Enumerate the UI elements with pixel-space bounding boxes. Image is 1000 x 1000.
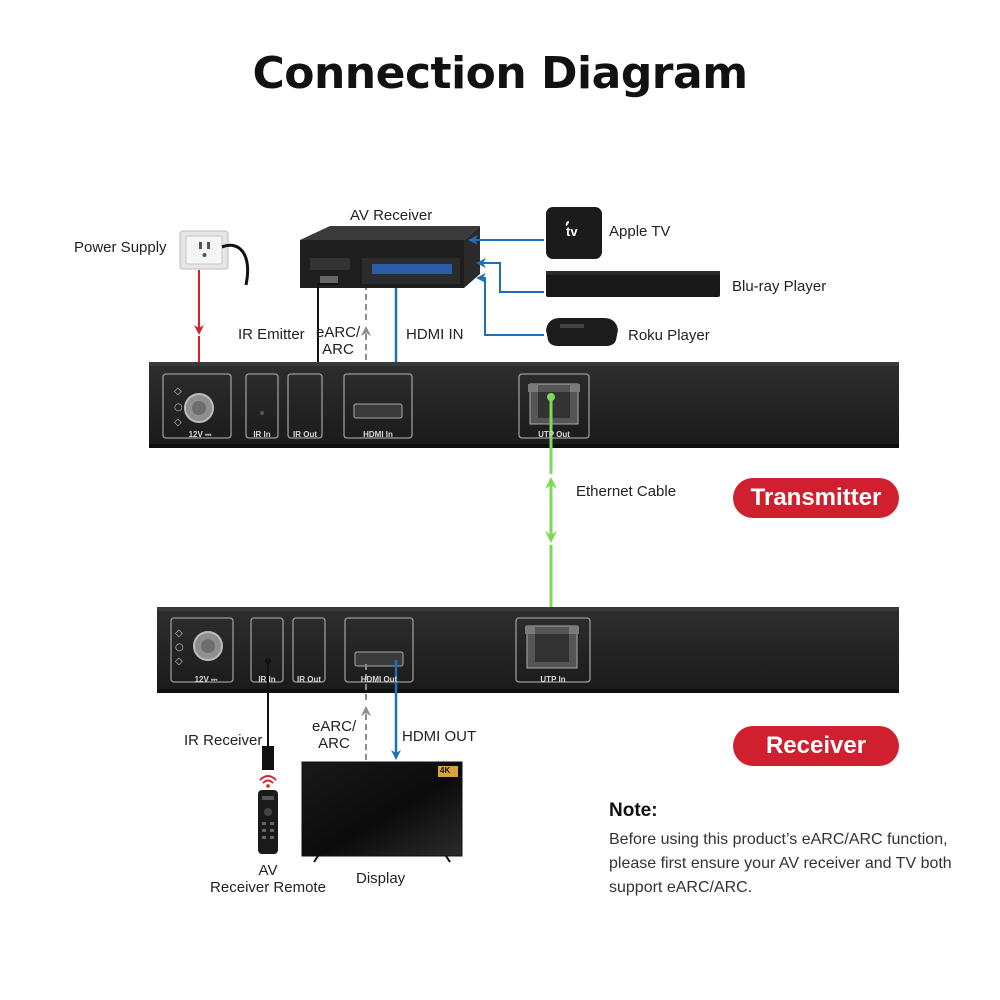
transmitter-chassis: ◇ ○ ◇	[149, 362, 899, 448]
roku-line	[476, 273, 544, 336]
av-receiver-device	[300, 226, 480, 288]
page-title: Connection Diagram	[252, 48, 748, 99]
svg-text:○: ○	[174, 402, 183, 413]
svg-text:◇: ◇	[174, 417, 182, 428]
hdmi-out-label: HDMI OUT	[402, 728, 477, 745]
ethernet-label: Ethernet Cable	[576, 483, 677, 500]
remote-icon	[258, 790, 278, 854]
transmitter-badge: Transmitter	[733, 478, 899, 518]
tx-port-hdmi-in: HDMI In	[363, 430, 393, 439]
wall-outlet	[179, 230, 229, 270]
rx-port-utp-in: UTP In	[540, 675, 566, 684]
remote-label: AV Receiver Remote	[210, 862, 326, 896]
av-receiver-label: AV Receiver	[350, 207, 433, 224]
bluray-line	[476, 258, 544, 293]
earc-bottom-label: eARC/ ARC	[312, 718, 357, 752]
apple-tv-badge: tv	[566, 224, 578, 239]
svg-text:◇: ◇	[175, 656, 183, 667]
hdmi-in-label: HDMI IN	[406, 326, 464, 343]
note-body: Before using this product’s eARC/ARC fun…	[609, 831, 952, 896]
ethernet-dot-top	[547, 393, 555, 401]
tx-port-ir-out: IR Out	[293, 430, 317, 439]
display-tv	[301, 761, 463, 863]
rx-port-ir-out: IR Out	[297, 675, 321, 684]
svg-text:◇: ◇	[174, 386, 182, 397]
svg-text:◇: ◇	[175, 628, 183, 639]
ir-receiver-label: IR Receiver	[184, 732, 263, 749]
ir-receiver-dot	[265, 658, 271, 664]
ir-emitter-cable	[317, 283, 338, 360]
roku-device	[546, 318, 618, 346]
tx-port-ir-in: IR In	[253, 430, 271, 439]
bluray-device	[546, 271, 720, 297]
display-label: Display	[356, 870, 406, 887]
receiver-badge: Receiver	[733, 726, 899, 766]
receiver-chassis: ◇ ○ ◇	[157, 607, 899, 693]
rx-port-12v: 12V ⎓	[194, 675, 218, 684]
tx-port-12v: 12V ⎓	[188, 430, 212, 439]
rx-port-ir-in: IR In	[258, 675, 276, 684]
ir-receiver-head	[262, 746, 274, 770]
note-title: Note:	[609, 800, 658, 821]
bluray-label: Blu-ray Player	[732, 278, 827, 295]
roku-label: Roku Player	[628, 327, 710, 344]
tv-4k-badge: 4K	[440, 766, 451, 775]
ir-emitter-label: IR Emitter	[238, 326, 305, 343]
apple-tv-label: Apple TV	[609, 223, 671, 240]
rx-port-hdmi-out: HDMI Out	[360, 675, 398, 684]
power-cord	[221, 243, 249, 286]
earc-top-label: eARC/ ARC	[316, 324, 361, 358]
apple-tv-device	[546, 207, 602, 259]
tx-port-utp-out: UTP Out	[538, 430, 570, 439]
power-supply-label: Power Supply	[74, 239, 167, 256]
svg-text:○: ○	[175, 642, 184, 653]
wifi-signal-icon	[259, 775, 277, 788]
